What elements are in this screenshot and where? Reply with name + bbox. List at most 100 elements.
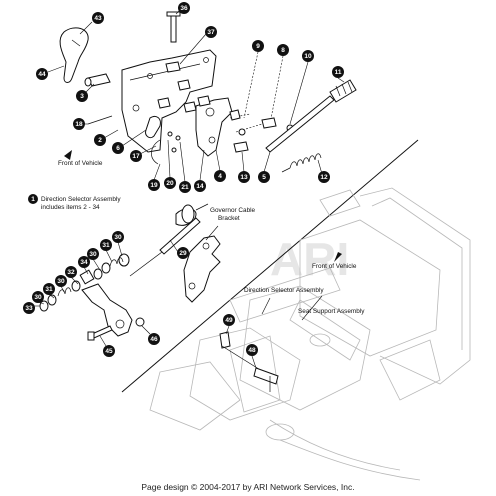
legend-title: Direction Selector Assembly [41, 196, 121, 203]
callout-number: 10 [304, 53, 312, 60]
selector-cam-plate [195, 97, 233, 157]
callout-badge [32, 291, 44, 303]
callout-badge [73, 118, 85, 130]
seat-support-label: Seat Support Assembly [298, 308, 365, 315]
callout-31[interactable]: 31 [100, 239, 112, 251]
callout-badge [318, 171, 330, 183]
callout-badge [178, 2, 190, 14]
handle-knob-part [59, 27, 89, 83]
callout-number: 36 [180, 5, 188, 12]
callout-48[interactable]: 48 [246, 344, 258, 356]
callout-9[interactable]: 9 [252, 40, 264, 52]
callout-number: 11 [335, 69, 342, 76]
callout-44[interactable]: 44 [36, 68, 48, 80]
callout-badge [246, 344, 258, 356]
direction-selector-label: Direction Selector Assembly [244, 287, 324, 294]
callout-4[interactable]: 4 [214, 170, 226, 182]
governor-cable-bracket-part [183, 235, 221, 303]
callout-number: 49 [225, 317, 233, 324]
callout-number: 2 [98, 137, 102, 144]
callout-badge [36, 68, 48, 80]
callout-number: 31 [45, 286, 53, 293]
callout-34[interactable]: 34 [78, 256, 90, 268]
callout-30[interactable]: 30 [87, 248, 99, 260]
callout-badge [76, 90, 88, 102]
callout-badge [238, 171, 250, 183]
front-of-vehicle-label-top: Front of Vehicle [58, 160, 103, 167]
callout-30[interactable]: 30 [55, 275, 67, 287]
section-divider-line [121, 139, 419, 393]
callout-number: 30 [34, 294, 42, 301]
callout-number: 33 [25, 305, 33, 312]
callout-30[interactable]: 30 [32, 291, 44, 303]
callout-20[interactable]: 20 [164, 177, 176, 189]
callout-badge [148, 179, 160, 191]
front-arrow-right-icon [334, 252, 342, 262]
direction-selector-exploded-view [47, 9, 357, 183]
callout-10[interactable]: 10 [302, 50, 314, 62]
callout-5[interactable]: 5 [258, 171, 270, 183]
callout-number: 45 [105, 348, 113, 355]
callout-number: 8 [281, 47, 285, 54]
callout-badge [100, 239, 112, 251]
callout-17[interactable]: 17 [130, 150, 142, 162]
callout-number: 14 [196, 183, 204, 190]
callout-badge [194, 180, 206, 192]
callout-number: 30 [114, 234, 122, 241]
callout-number: 9 [256, 43, 260, 50]
callout-46[interactable]: 46 [148, 333, 160, 345]
callout-30[interactable]: 30 [112, 231, 124, 243]
callout-13[interactable]: 13 [238, 171, 250, 183]
assembly-legend: 1 Direction Selector Assembly includes i… [28, 194, 121, 211]
callout-badge [258, 171, 270, 183]
callout-badge [43, 283, 55, 295]
callout-31[interactable]: 31 [43, 283, 55, 295]
callout-2[interactable]: 2 [94, 134, 106, 146]
callout-11[interactable]: 11 [332, 66, 344, 78]
return-spring-part [289, 153, 322, 169]
callout-number: 34 [80, 259, 88, 266]
callout-badge [332, 66, 344, 78]
callout-number: 37 [207, 29, 215, 36]
callout-badge [302, 50, 314, 62]
callout-14[interactable]: 14 [194, 180, 206, 192]
callout-badge [65, 266, 77, 278]
callout-badge [277, 44, 289, 56]
callout-36[interactable]: 36 [178, 2, 190, 14]
callout-number: 43 [94, 15, 102, 22]
callout-number: 12 [320, 174, 328, 181]
callout-badge [252, 40, 264, 52]
callout-8[interactable]: 8 [277, 44, 289, 56]
callout-21[interactable]: 21 [179, 181, 191, 193]
callout-32[interactable]: 32 [65, 266, 77, 278]
callout-49[interactable]: 49 [223, 314, 235, 326]
callout-45[interactable]: 45 [103, 345, 115, 357]
legend-subtitle: includes items 2 - 34 [41, 204, 100, 211]
callout-19[interactable]: 19 [148, 179, 160, 191]
callout-3[interactable]: 3 [76, 90, 88, 102]
callout-badge [92, 12, 104, 24]
callout-badge [179, 181, 191, 193]
selector-lever-part [145, 115, 161, 139]
front-of-vehicle-label-right: Front of Vehicle [312, 263, 357, 270]
callout-29[interactable]: 29 [177, 247, 189, 259]
callout-number: 21 [181, 184, 189, 191]
callout-number: 19 [150, 182, 158, 189]
callout-43[interactable]: 43 [92, 12, 104, 24]
callout-badge [223, 314, 235, 326]
callout-number: 31 [102, 242, 110, 249]
callout-number: 17 [132, 153, 140, 160]
spacer-stack [39, 253, 130, 312]
callout-33[interactable]: 33 [23, 302, 35, 314]
callout-number: 48 [248, 347, 256, 354]
callout-6[interactable]: 6 [112, 142, 124, 154]
handle-shaft-part [87, 73, 111, 87]
callout-badge [55, 275, 67, 287]
callout-18[interactable]: 18 [73, 118, 85, 130]
callout-37[interactable]: 37 [205, 26, 217, 38]
bolt-part [170, 13, 177, 43]
selector-arm-part [81, 283, 133, 337]
callout-badge [23, 302, 35, 314]
callout-12[interactable]: 12 [318, 171, 330, 183]
